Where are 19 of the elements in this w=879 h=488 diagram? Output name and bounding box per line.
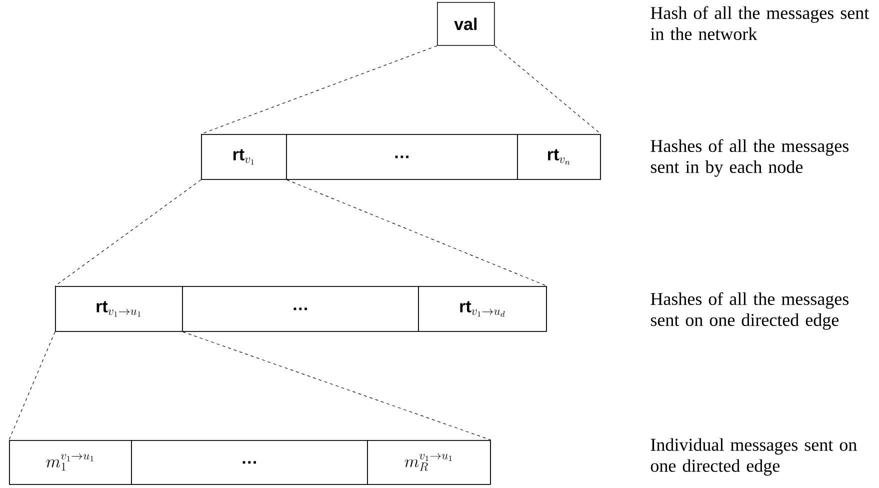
dashed-line <box>182 332 492 440</box>
root-box: val <box>437 2 495 46</box>
array-cell: $\textbf{rt}_{v_n}$ <box>517 134 601 180</box>
dashed-line <box>200 46 438 134</box>
array-cell: … <box>131 440 368 485</box>
array-cell: $\textbf{rt}_{v_1 \to u_1}$ <box>55 286 183 332</box>
array-cell: … <box>182 286 419 332</box>
array-cell: $m_1^{v_1 \to u_1}$ <box>9 440 132 485</box>
description-text: Hash of all the messages sent in the network <box>650 6 870 40</box>
dashed-line <box>8 332 56 440</box>
array-cell: $\textbf{rt}_{v_1 \to u_d}$ <box>418 286 547 332</box>
dashed-line <box>494 46 602 134</box>
array-cell: $\textbf{rt}_{v_1}$ <box>201 134 287 180</box>
array-cell: … <box>286 134 518 180</box>
description-text: Hashes of all the messages sent in by each node <box>650 139 848 177</box>
description-text: Hashes of all the messages sent on one directed edge <box>650 292 848 330</box>
array-cell: $m_R^{v_1 \to u_1}$ <box>367 440 491 485</box>
description-text: Individual messages sent on one directed edge <box>650 438 857 476</box>
dashed-line <box>54 180 202 286</box>
